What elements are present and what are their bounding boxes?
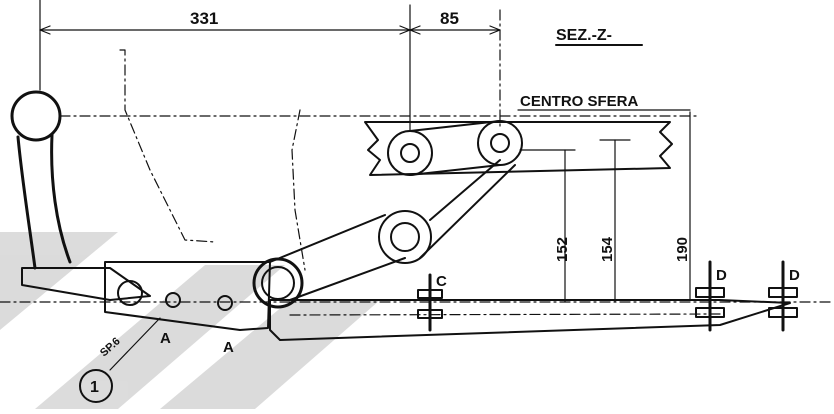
watermark	[0, 232, 380, 409]
frame-outline	[364, 121, 673, 176]
ball-center-label: CENTRO SFERA	[520, 93, 639, 110]
crossbar-inner-line	[289, 313, 721, 316]
watermark-stripe-3	[160, 300, 380, 409]
dim-331-label: 331	[190, 9, 218, 28]
dim-152-label: 152	[554, 237, 571, 262]
bolt-a2-label: A	[223, 339, 234, 356]
item-balloon	[79, 369, 113, 403]
ball-mount-bar	[21, 267, 151, 301]
bolt-a1-label: A	[160, 330, 171, 347]
watermark-stripe-1	[0, 232, 118, 330]
arm-edges	[269, 214, 406, 301]
section-label: SEZ.-Z-	[556, 27, 612, 44]
dim-154-label: 154	[599, 236, 616, 262]
bolt-d2-group: D	[768, 260, 800, 332]
watermark-stripe-2	[35, 265, 285, 409]
frame-pivot-left-inner	[400, 143, 420, 163]
tow-ball	[10, 90, 72, 270]
vehicle-frame	[364, 120, 673, 176]
crossbar	[0, 299, 834, 341]
bolt-d2-nut-bottom	[768, 307, 798, 318]
frame-pivot-left-outer	[387, 130, 433, 176]
bolt-d1-group: D	[695, 260, 727, 332]
bolt-c-group: C	[417, 273, 447, 332]
bolt-d2-label: D	[789, 267, 800, 284]
arm-upper-joint-inner	[390, 222, 420, 252]
bolt-c-nut-top	[417, 289, 443, 299]
ball-head	[10, 90, 62, 142]
bolt-d1-label: D	[716, 267, 727, 284]
crossbar-outline	[269, 299, 791, 341]
ball-neck	[16, 133, 72, 270]
arm-lower-joint	[252, 257, 304, 309]
bolt-d1-nut-bottom	[695, 307, 725, 318]
dim-85-label: 85	[440, 9, 459, 28]
coupling-plate	[104, 261, 271, 331]
item-number: 1	[90, 379, 99, 396]
thickness-leader	[109, 317, 161, 371]
top-dimensions: 331 85	[39, 0, 501, 131]
frame-link-plate	[409, 120, 501, 176]
bolt-c-nut-bottom	[417, 309, 443, 319]
phantom-outline-mid	[291, 109, 306, 271]
arm-to-frame-link	[419, 159, 516, 259]
bolt-a2	[217, 295, 233, 311]
vertical-dimensions: 152 154 190	[519, 111, 691, 303]
coupling-block	[104, 261, 271, 331]
support-arm	[252, 159, 516, 309]
frame-pivot-right-outer	[477, 120, 523, 166]
frame-pivot-right-inner	[490, 133, 510, 153]
phantom-outline-left	[119, 49, 216, 243]
bolt-d2-nut-top	[768, 287, 798, 298]
bolt-c-label: C	[436, 273, 447, 290]
arm-upper-joint	[378, 210, 432, 264]
coupling-bolt-main	[117, 280, 143, 306]
bolt-d1-nut-top	[695, 287, 725, 298]
bolt-a1	[165, 292, 181, 308]
dim-190-label: 190	[674, 237, 691, 262]
dim-arrows	[39, 25, 501, 35]
arm-lower-joint-inner	[261, 266, 295, 300]
